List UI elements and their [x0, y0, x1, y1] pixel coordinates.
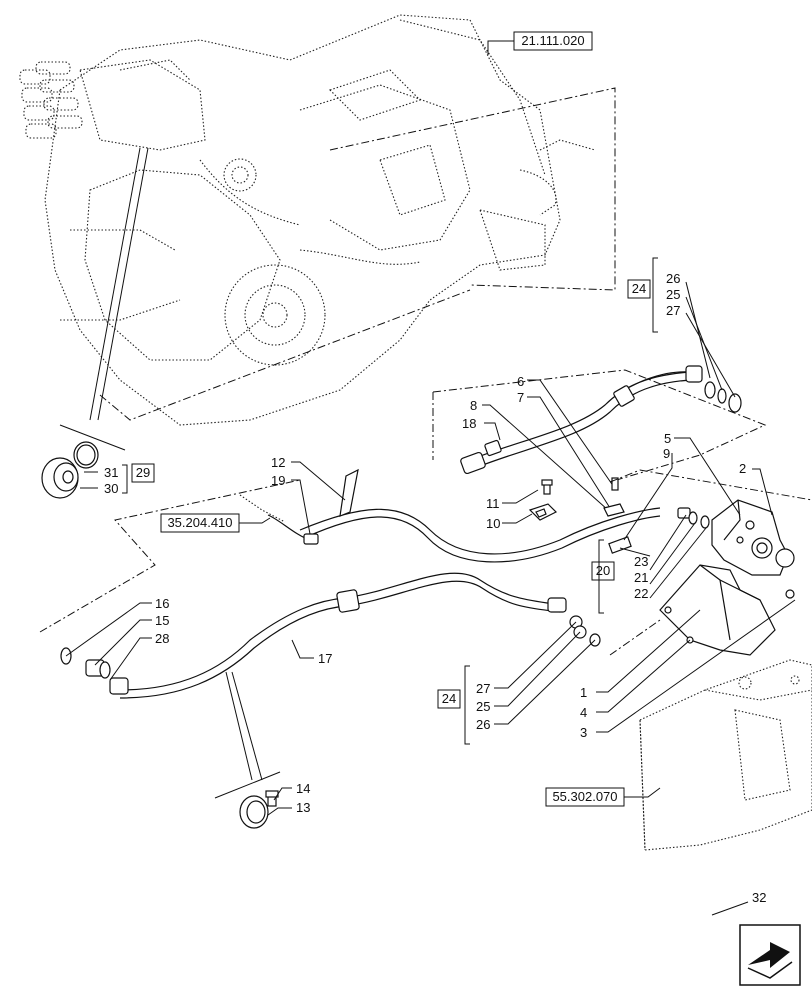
- callout-30: 30: [104, 481, 118, 496]
- callout-25-bottom: 25: [476, 699, 490, 714]
- part-12-bracket[interactable]: [339, 468, 359, 517]
- tank-outline: [639, 659, 812, 851]
- callout-7: 7: [517, 390, 524, 405]
- svg-text:24: 24: [632, 281, 646, 296]
- callout-13: 13: [296, 800, 310, 815]
- part-6-bolt[interactable]: [611, 477, 619, 491]
- svg-text:29: 29: [136, 465, 150, 480]
- ref-box-20[interactable]: 20: [591, 561, 615, 581]
- callout-22: 22: [634, 586, 648, 601]
- callout-31: 31: [104, 465, 118, 480]
- svg-text:20: 20: [596, 563, 610, 578]
- callout-32: 32: [752, 890, 766, 905]
- callout-2: 2: [739, 461, 746, 476]
- callout-12: 12: [271, 455, 285, 470]
- ref-21-111-020-text: 21.111.020: [521, 33, 584, 48]
- part-10-clamp[interactable]: [528, 503, 558, 521]
- part-8-clip[interactable]: [603, 503, 625, 517]
- left-fittings[interactable]: [60, 647, 129, 695]
- callout-16: 16: [155, 596, 169, 611]
- callout-3: 3: [580, 725, 587, 740]
- callout-19: 19: [271, 473, 285, 488]
- next-page-arrow-icon[interactable]: [739, 924, 801, 986]
- part-19-clamp[interactable]: [303, 533, 319, 545]
- part-30-cap[interactable]: [41, 457, 79, 499]
- callout-27-bottom: 27: [476, 681, 490, 696]
- part-11-bolt[interactable]: [541, 479, 553, 495]
- callout-21: 21: [634, 570, 648, 585]
- ref-box-24-bottom[interactable]: 24: [437, 689, 461, 709]
- transmission-assembly: [19, 14, 616, 426]
- callout-6: 6: [517, 374, 524, 389]
- callout-28: 28: [155, 631, 169, 646]
- callout-1: 1: [580, 685, 587, 700]
- valve-assembly[interactable]: [711, 499, 795, 599]
- ref-box-24-top[interactable]: 24: [627, 279, 651, 299]
- callout-27-top: 27: [666, 303, 680, 318]
- callout-18: 18: [462, 416, 476, 431]
- callout-4: 4: [580, 705, 587, 720]
- callout-14: 14: [296, 781, 310, 796]
- upper-right-hose-group: [432, 365, 767, 483]
- callout-5: 5: [664, 431, 671, 446]
- svg-text:24: 24: [442, 691, 456, 706]
- callout-15: 15: [155, 613, 169, 628]
- callout-8: 8: [470, 398, 477, 413]
- part-31-oring[interactable]: [73, 441, 99, 469]
- ref-box-29[interactable]: 29: [131, 463, 155, 483]
- callout-10: 10: [486, 516, 500, 531]
- ref-box-55-302-070[interactable]: 55.302.070: [545, 787, 625, 807]
- callout-11: 11: [486, 496, 500, 511]
- ref-box-21-111-020[interactable]: 21.111.020: [513, 31, 593, 51]
- callout-25-top: 25: [666, 287, 680, 302]
- ref-35-204-410-text: 35.204.410: [167, 515, 232, 530]
- callout-26-bottom: 26: [476, 717, 490, 732]
- part-13-clamp[interactable]: [239, 795, 269, 829]
- ref-box-35-204-410[interactable]: 35.204.410: [160, 513, 240, 533]
- main-hose-17[interactable]: [119, 507, 661, 699]
- callout-23: 23: [634, 554, 648, 569]
- part-1-bracket[interactable]: [659, 564, 776, 656]
- callout-26-top: 26: [666, 271, 680, 286]
- callout-17: 17: [318, 651, 332, 666]
- ref-55-302-070-text: 55.302.070: [552, 789, 617, 804]
- part-14-bolt[interactable]: [265, 790, 279, 807]
- callout-9: 9: [663, 446, 670, 461]
